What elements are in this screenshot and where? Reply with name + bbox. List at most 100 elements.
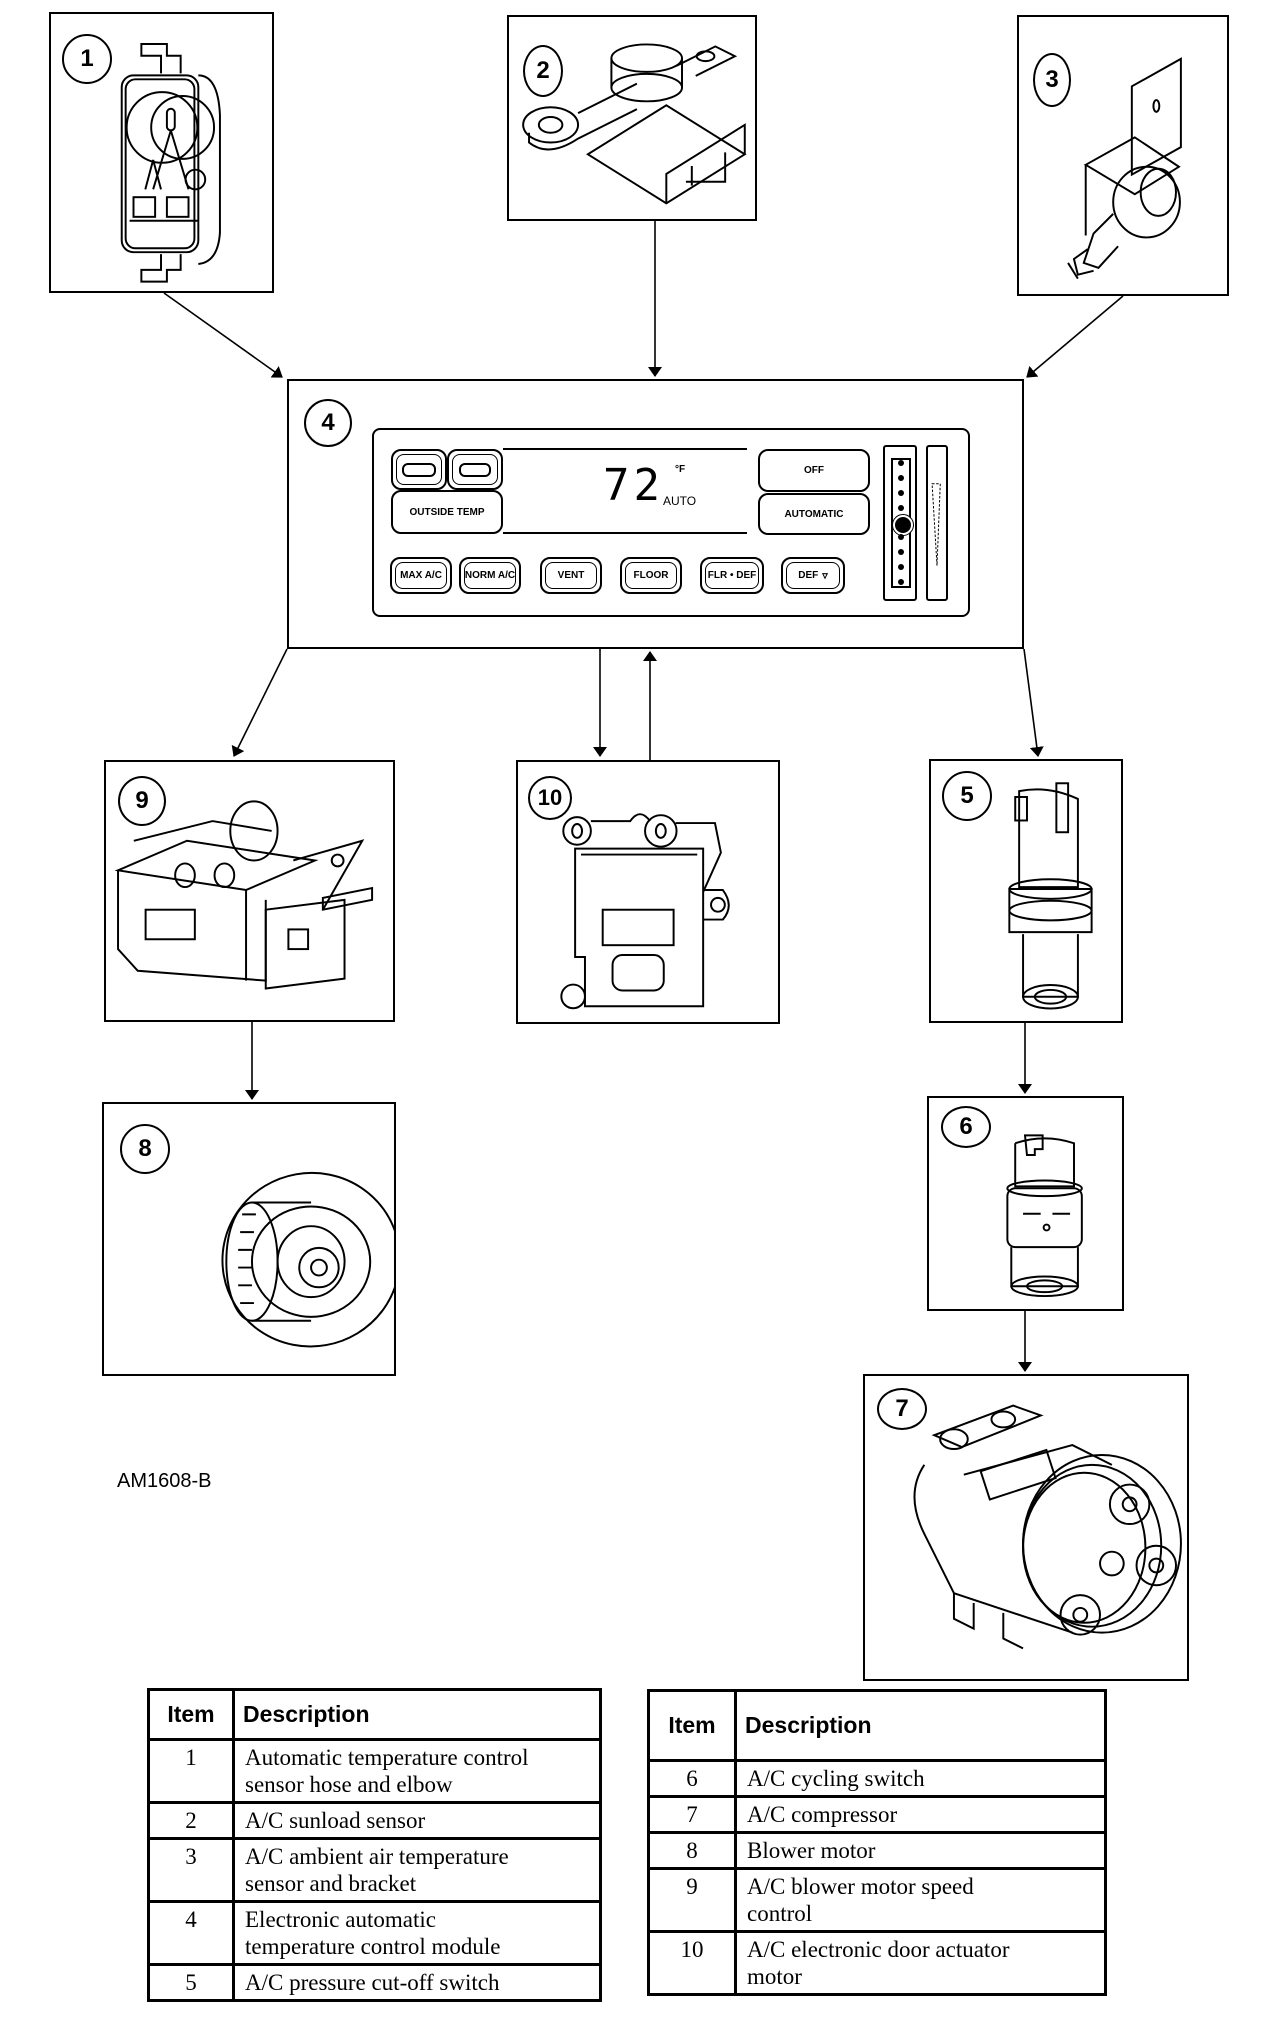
legend-item-description: A/C sunload sensor bbox=[232, 1801, 602, 1840]
legend-row: 2 A/C sunload sensor bbox=[147, 1801, 602, 1840]
compressor-illustration bbox=[913, 1404, 1182, 1650]
door-actuator-illustration bbox=[560, 813, 730, 1010]
fan-speed-dot bbox=[898, 564, 904, 571]
component-box-2: 2 bbox=[507, 15, 757, 221]
callout-2: 2 bbox=[523, 45, 563, 97]
fan-speed-slider[interactable] bbox=[883, 445, 917, 601]
column-header-item: Item bbox=[147, 1688, 235, 1741]
legend-item-number: 8 bbox=[647, 1831, 737, 1870]
mode-readout: AUTO bbox=[663, 494, 697, 508]
pressure-switch-illustration bbox=[1008, 782, 1093, 1010]
legend-item-number: 7 bbox=[647, 1795, 737, 1834]
panel-button-top-left[interactable] bbox=[391, 449, 447, 490]
callout-1: 1 bbox=[62, 34, 112, 84]
description-line: A/C cycling switch bbox=[747, 1766, 925, 1791]
max-ac-button[interactable]: MAX A/C bbox=[390, 557, 452, 594]
description-line: Blower motor bbox=[747, 1838, 876, 1863]
fan-speed-dot bbox=[898, 460, 904, 466]
legend-table-header: Item Description bbox=[147, 1688, 602, 1741]
legend-row: 8 Blower motor bbox=[647, 1831, 1107, 1870]
floor-defrost-button[interactable]: FLR • DEF bbox=[700, 557, 764, 594]
description-line: Electronic automatic bbox=[245, 1907, 436, 1932]
description-line: temperature control module bbox=[245, 1934, 501, 1959]
temperature-display: 72 °F AUTO bbox=[503, 448, 747, 534]
blower-motor-illustration bbox=[221, 1171, 394, 1348]
temperature-readout: 72 bbox=[603, 460, 664, 511]
norm-ac-button[interactable]: NORM A/C bbox=[459, 557, 521, 594]
ambient-temp-sensor-illustration bbox=[1067, 57, 1182, 280]
description-line: A/C compressor bbox=[747, 1802, 898, 1827]
callout-10: 10 bbox=[528, 776, 572, 820]
callout-8: 8 bbox=[120, 1124, 170, 1174]
description-line: A/C sunload sensor bbox=[245, 1808, 426, 1833]
temperature-strip bbox=[926, 445, 948, 601]
fan-speed-dot bbox=[898, 504, 904, 511]
arrow-1-to-4 bbox=[163, 292, 283, 378]
description-line: A/C pressure cut-off switch bbox=[245, 1970, 500, 1995]
callout-9: 9 bbox=[118, 776, 166, 826]
legend-item-number: 1 bbox=[147, 1738, 235, 1804]
arrow-3-to-4 bbox=[1026, 295, 1124, 378]
fan-speed-dot bbox=[898, 534, 904, 541]
column-header-description: Description bbox=[232, 1688, 602, 1741]
description-line: A/C blower motor speed bbox=[747, 1874, 974, 1899]
fan-speed-knob[interactable] bbox=[892, 513, 914, 536]
description-line: motor bbox=[747, 1964, 802, 1989]
automatic-button[interactable]: AUTOMATIC bbox=[758, 493, 870, 535]
outside-temp-button[interactable]: OUTSIDE TEMP bbox=[391, 490, 503, 534]
description-line: sensor and bracket bbox=[245, 1871, 417, 1896]
legend-item-number: 6 bbox=[647, 1759, 737, 1798]
legend-row: 7 A/C compressor bbox=[647, 1795, 1107, 1834]
description-line: control bbox=[747, 1901, 813, 1926]
defrost-button[interactable]: DEF ▿ bbox=[781, 557, 845, 594]
fan-speed-dot bbox=[898, 489, 904, 496]
legend-item-description: A/C cycling switch bbox=[734, 1759, 1107, 1798]
column-header-description: Description bbox=[734, 1689, 1107, 1762]
component-box-7: 7 bbox=[863, 1374, 1189, 1681]
legend-item-number: 10 bbox=[647, 1930, 737, 1996]
description-line: sensor hose and elbow bbox=[245, 1772, 453, 1797]
column-header-item: Item bbox=[647, 1689, 737, 1762]
component-box-5: 5 bbox=[929, 759, 1123, 1023]
vent-button[interactable]: VENT bbox=[540, 557, 602, 594]
callout-6: 6 bbox=[941, 1106, 991, 1148]
fan-speed-dot bbox=[898, 474, 904, 481]
component-box-1: 1 bbox=[49, 12, 274, 293]
legend-item-description: A/C pressure cut-off switch bbox=[232, 1963, 602, 2002]
indicator-slot-icon bbox=[459, 462, 491, 477]
legend-item-description: A/C compressor bbox=[734, 1795, 1107, 1834]
legend-table-2-body: 6 A/C cycling switch 7 A/C compressor 8 Blowe… bbox=[647, 1759, 1107, 1996]
fan-speed-dot bbox=[898, 549, 904, 556]
arrow-4-to-5 bbox=[1023, 648, 1044, 757]
legend-item-number: 2 bbox=[147, 1801, 235, 1840]
legend-table-header: Item Description bbox=[647, 1689, 1107, 1762]
arrow-4-to-9 bbox=[231, 648, 288, 757]
legend-item-number: 4 bbox=[147, 1900, 235, 1966]
panel-button-top-right[interactable] bbox=[447, 449, 503, 490]
floor-button[interactable]: FLOOR bbox=[620, 557, 682, 594]
windshield-defrost-icon: ▿ bbox=[822, 570, 828, 582]
legend-item-description: Blower motor bbox=[734, 1831, 1107, 1870]
description-line: Automatic temperature control bbox=[245, 1745, 529, 1770]
callout-5: 5 bbox=[942, 771, 992, 821]
component-box-8: 8 bbox=[102, 1102, 396, 1376]
legend-item-number: 9 bbox=[647, 1867, 737, 1933]
description-line: A/C ambient air temperature bbox=[245, 1844, 509, 1869]
component-box-6: 6 bbox=[927, 1096, 1124, 1311]
callout-7: 7 bbox=[877, 1388, 927, 1430]
off-button[interactable]: OFF bbox=[758, 449, 870, 492]
sensor-hose-elbow-illustration bbox=[120, 42, 221, 283]
callout-3: 3 bbox=[1033, 53, 1071, 107]
